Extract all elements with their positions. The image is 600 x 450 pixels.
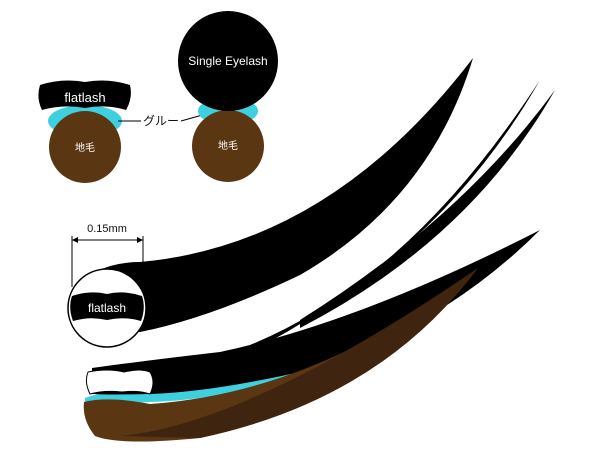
flatlash-strand-upper [95, 58, 473, 333]
single-eyelash-label: Single Eyelash [188, 54, 267, 68]
single-eyelash-attachment-illustration: Single Eyelash 地毛 [178, 11, 278, 182]
single-eyelash-circle [178, 11, 278, 111]
dimension-arrow-right [137, 237, 143, 243]
natural-lash-circle-right [192, 110, 264, 182]
natural-lash-strand-shadow [120, 268, 478, 438]
dimension-arrow-left [72, 237, 78, 243]
glue-label: グルー [143, 114, 179, 128]
natural-lash-label-right: 地毛 [218, 139, 238, 152]
width-dimension: 0.15mm [71, 223, 144, 287]
glue-callout: グルー [118, 113, 207, 128]
lash-strands [83, 58, 555, 442]
lash-strand-thin-2 [300, 90, 555, 328]
natural-lash-label-left: 地毛 [75, 141, 95, 154]
flatlash-attachment-illustration: flatlash 地毛 [38, 80, 131, 183]
flatlash-cross-section-shape [70, 292, 144, 321]
natural-lash-circle-left [49, 111, 121, 183]
flatlash-cross-section-label: flatlash [88, 301, 126, 315]
flatlash-shape-top [38, 80, 131, 110]
width-dimension-label: 0.15mm [87, 223, 127, 235]
flatlash-label-top: flatlash [64, 90, 105, 105]
lower-cross-section-hollow [85, 369, 154, 395]
magnified-cross-section: flatlash [67, 268, 147, 348]
